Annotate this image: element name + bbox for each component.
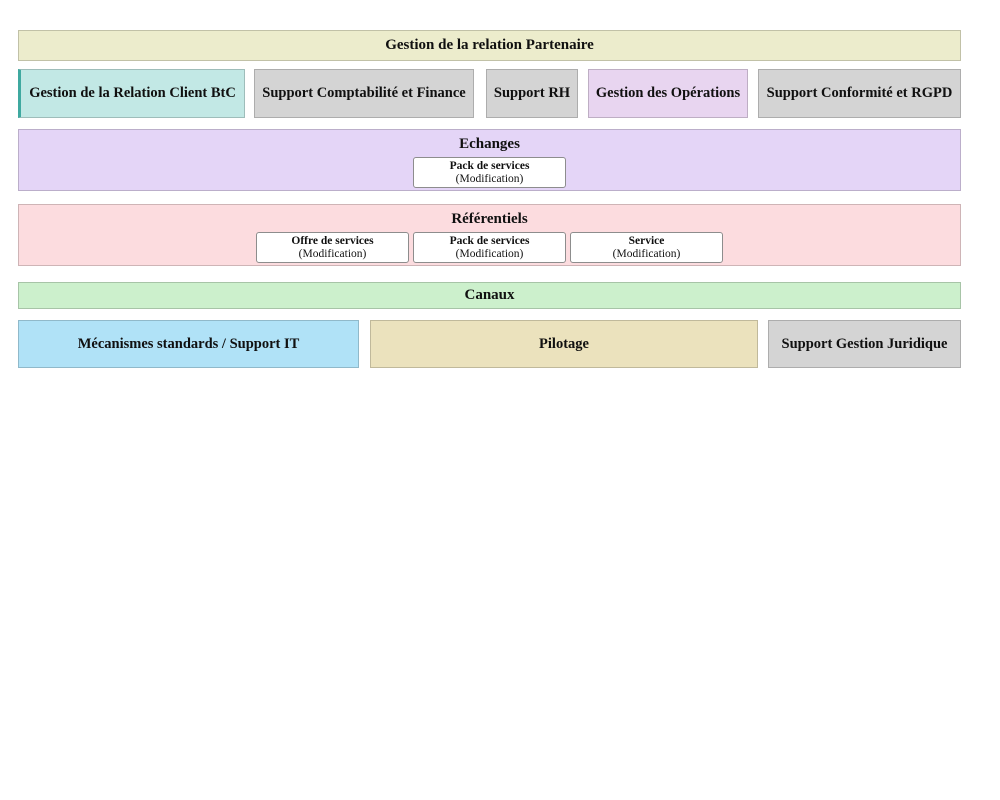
support-box-3[interactable]: Support Gestion Juridique — [768, 320, 961, 368]
entity-card[interactable]: Offre de services(Modification) — [256, 232, 409, 263]
entity-card-subtitle: (Modification) — [298, 247, 367, 260]
capability-label: Support Conformité et RGPD — [766, 85, 953, 101]
support-box-1[interactable]: Mécanismes standards / Support IT — [18, 320, 359, 368]
capability-label: Gestion de la Relation Client BtC — [29, 85, 236, 101]
capability-box-4[interactable]: Gestion des Opérations — [588, 69, 748, 118]
entity-card[interactable]: Service(Modification) — [570, 232, 723, 263]
entity-card-title: Offre de services — [291, 234, 374, 247]
support-label: Pilotage — [539, 336, 589, 352]
entity-card-subtitle: (Modification) — [455, 247, 524, 260]
entity-card[interactable]: Pack de services(Modification) — [413, 157, 566, 188]
card-row: Offre de services(Modification)Pack de s… — [256, 232, 723, 263]
support-box-2[interactable]: Pilotage — [370, 320, 758, 368]
entity-card-subtitle: (Modification) — [455, 172, 524, 185]
banner-gestion-relation-partenaire[interactable]: Gestion de la relation Partenaire — [18, 30, 961, 61]
banner-label: Gestion de la relation Partenaire — [385, 37, 594, 53]
capability-label: Support Comptabilité et Finance — [262, 85, 466, 101]
capability-box-1[interactable]: Gestion de la Relation Client BtC — [18, 69, 245, 118]
band-title: Echanges — [459, 136, 520, 152]
band-canaux[interactable]: Canaux — [18, 282, 961, 309]
entity-card-title: Pack de services — [449, 234, 530, 247]
capability-label: Gestion des Opérations — [595, 85, 741, 101]
capability-box-3[interactable]: Support RH — [486, 69, 578, 118]
support-label: Support Gestion Juridique — [781, 336, 948, 352]
entity-card-title: Pack de services — [449, 159, 530, 172]
card-row: Pack de services(Modification) — [413, 157, 566, 188]
entity-card[interactable]: Pack de services(Modification) — [413, 232, 566, 263]
band-canaux-label: Canaux — [464, 287, 515, 303]
capability-label: Support RH — [493, 85, 571, 101]
entity-card-subtitle: (Modification) — [612, 247, 681, 260]
capability-box-2[interactable]: Support Comptabilité et Finance — [254, 69, 474, 118]
entity-card-title: Service — [628, 234, 665, 247]
support-label: Mécanismes standards / Support IT — [77, 336, 300, 352]
band-title: Référentiels — [451, 211, 528, 227]
capability-box-5[interactable]: Support Conformité et RGPD — [758, 69, 961, 118]
